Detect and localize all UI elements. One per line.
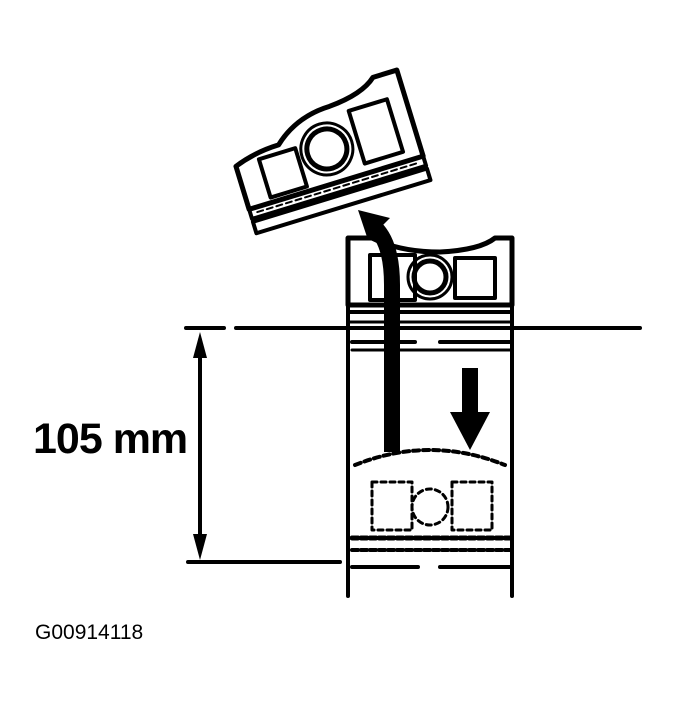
down-arrow: [450, 368, 490, 450]
curved-arrow-up: [358, 210, 400, 452]
upper-piston: [233, 67, 433, 236]
reference-lines: [184, 326, 642, 564]
dimension-label: 105 mm: [33, 415, 188, 463]
figure-id: G00914118: [35, 621, 144, 644]
lower-piston: [345, 235, 515, 598]
dimension-arrow: [193, 332, 207, 560]
